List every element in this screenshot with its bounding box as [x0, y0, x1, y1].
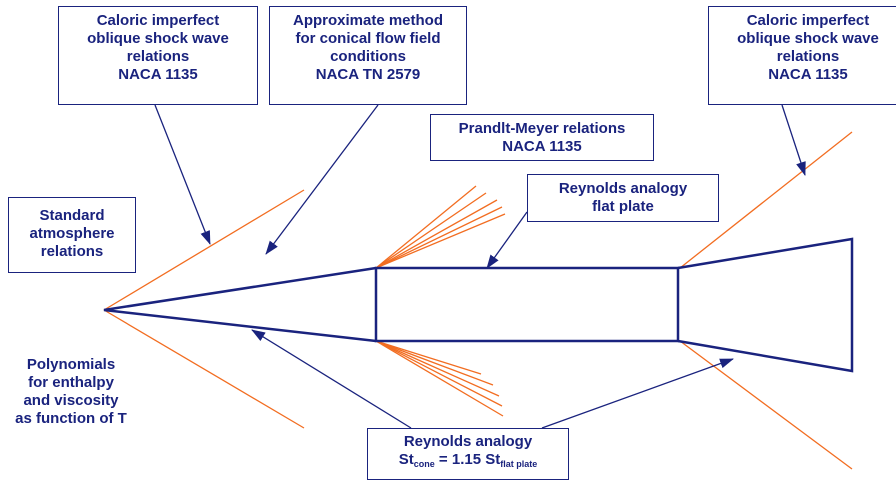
stanton-equals: = 1.15 St — [434, 451, 501, 468]
box-line: Caloric imperfect — [96, 12, 220, 29]
box-line: flat plate — [592, 198, 654, 215]
box-line: conditions — [330, 48, 406, 65]
box-line: Reynolds analogy — [403, 433, 533, 450]
box-line: oblique shock wave — [87, 30, 229, 47]
arrow-reynolds-cone-to-cone — [251, 329, 412, 429]
expansion-fan-lower — [375, 340, 504, 417]
arrow-reynolds-flat — [486, 211, 528, 269]
label-line: and viscosity — [23, 392, 119, 409]
label-line: Polynomials — [26, 356, 116, 373]
stanton-symbol: St — [398, 451, 414, 468]
box-line: Approximate method — [292, 12, 443, 29]
box-line: relations — [776, 48, 840, 65]
cone-subscript: cone — [413, 459, 435, 469]
flare-shock-lower — [679, 340, 853, 470]
nose-shock-lower — [103, 309, 305, 429]
leader-arrows — [154, 104, 806, 429]
box-line: Reynolds analogy — [558, 180, 688, 197]
vehicle-body — [103, 237, 854, 373]
box-line: oblique shock wave — [737, 30, 879, 47]
standard-atmosphere-box: Standard atmosphere relations — [8, 197, 136, 273]
box-line: atmosphere — [29, 225, 115, 242]
label-line: as function of T — [15, 410, 127, 427]
arrow-caloric-right — [781, 104, 806, 176]
caloric-imperfect-right-box: Caloric imperfect oblique shock wave rel… — [708, 6, 896, 105]
arrow-approx-method — [265, 104, 379, 255]
nose-shock-upper — [103, 189, 305, 311]
cone-section — [103, 266, 377, 343]
box-line: NACA TN 2579 — [315, 66, 421, 83]
box-line: Standard — [39, 207, 105, 224]
cylinder-section — [374, 266, 680, 343]
box-line: NACA 1135 — [118, 66, 198, 83]
approximate-method-box: Approximate method for conical flow fiel… — [269, 6, 467, 105]
arrow-caloric-left — [154, 104, 211, 245]
shock-waves — [103, 131, 853, 470]
prandtl-meyer-box: Prandlt-Meyer relations NACA 1135 — [430, 114, 654, 161]
stanton-relation: Stcone = 1.15 Stflat plate — [368, 451, 568, 469]
arrow-reynolds-cone-to-flare — [541, 358, 734, 429]
box-line: relations — [40, 243, 104, 260]
flat-plate-subscript: flat plate — [500, 459, 538, 469]
reynolds-flat-plate-box: Reynolds analogy flat plate — [527, 174, 719, 222]
box-line: Prandlt-Meyer relations — [458, 120, 626, 137]
box-line: Caloric imperfect — [746, 12, 870, 29]
reynolds-analogy-cone-box: Reynolds analogy Stcone = 1.15 Stflat pl… — [367, 428, 569, 480]
polynomials-label: Polynomials for enthalpy and viscosity a… — [0, 356, 142, 428]
box-line: NACA 1135 — [768, 66, 848, 83]
flare-shock-upper — [679, 131, 853, 269]
box-line: relations — [126, 48, 190, 65]
label-line: for enthalpy — [28, 374, 114, 391]
flare-section — [677, 237, 854, 373]
box-line: for conical flow field — [295, 30, 441, 47]
caloric-imperfect-left-box: Caloric imperfect oblique shock wave rel… — [58, 6, 258, 105]
expansion-fan-upper — [375, 185, 506, 269]
box-line: NACA 1135 — [502, 138, 582, 155]
